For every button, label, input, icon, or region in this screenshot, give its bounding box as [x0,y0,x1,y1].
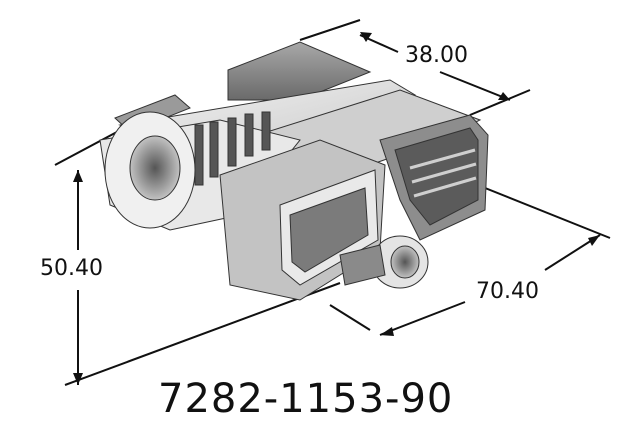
dimension-arrowheads [73,32,600,385]
part-number: 7282-1153-90 [158,376,454,422]
dimension-height-label: 50.40 [40,256,103,281]
connector-body [99,41,489,301]
dimension-length-label: 70.40 [476,279,539,304]
dimension-width-label: 38.00 [405,43,468,68]
